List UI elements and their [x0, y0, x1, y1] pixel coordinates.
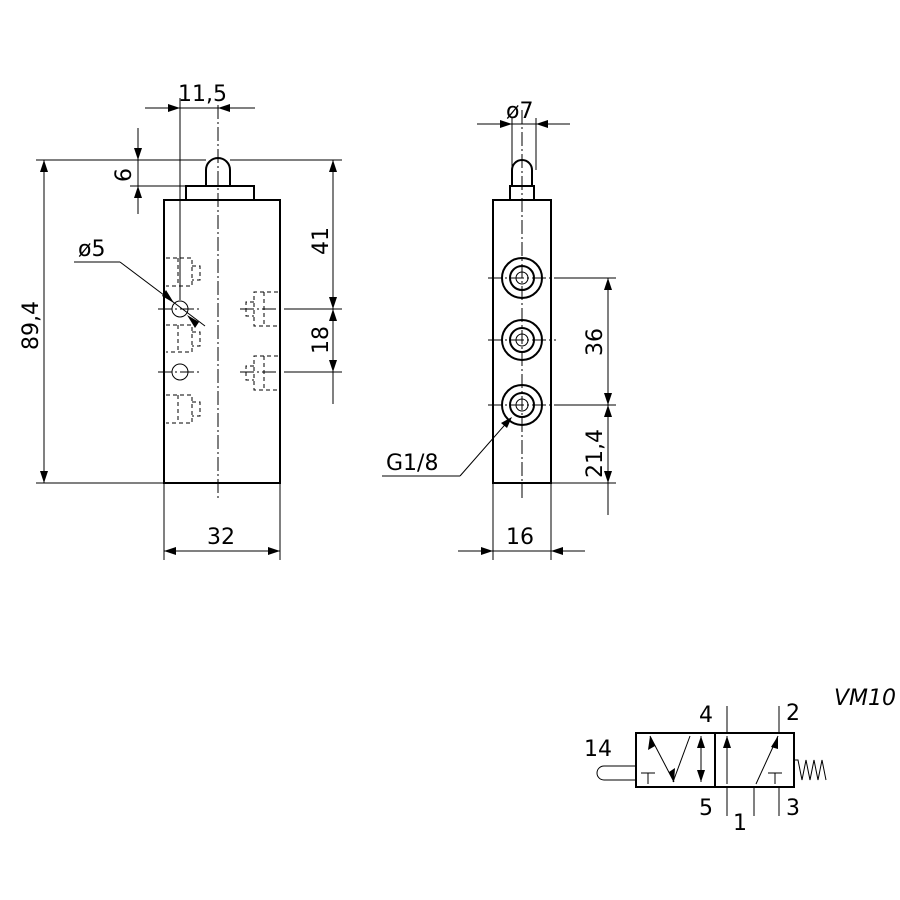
dim-thread: G1/8 — [382, 417, 512, 477]
dim-pin-diameter-label: ø7 — [506, 99, 533, 124]
dim-port-spacing-label: 18 — [309, 326, 334, 354]
dim-port-pitch-label: 36 — [583, 328, 608, 356]
port-5-label: 5 — [699, 796, 713, 821]
port-3-label: 3 — [786, 796, 800, 821]
dim-port-pitch: 36 — [556, 277, 616, 406]
port-14-label: 14 — [584, 737, 612, 762]
dim-depth: 16 — [458, 483, 585, 560]
spring-return — [794, 759, 827, 781]
dim-pin-offset: 11,5 — [145, 82, 255, 300]
dim-hole-diameter: ø5 — [74, 237, 206, 328]
port-4-label: 4 — [699, 703, 713, 728]
side-port-top — [488, 257, 556, 299]
dim-pin-height-label: 6 — [112, 168, 137, 182]
dim-width-label: 32 — [207, 525, 235, 550]
dim-bottom-port-label: 21,4 — [583, 429, 608, 478]
dim-total-height-label: 89,4 — [19, 301, 44, 350]
plunger-actuator — [596, 765, 636, 781]
front-top-cap — [185, 185, 255, 201]
valve-symbol: VM10 14 4 2 — [584, 686, 896, 836]
dim-pin-height: 6 — [112, 128, 206, 214]
dim-width: 32 — [163, 483, 281, 560]
model-label: VM10 — [834, 686, 896, 711]
dim-hole-diameter-label: ø5 — [78, 237, 105, 262]
side-port-middle — [488, 319, 556, 361]
side-view: ø7 36 21,4 G1/8 — [382, 99, 616, 560]
dim-top-to-port: 41 — [230, 159, 342, 310]
dim-total-height: 89,4 — [19, 159, 200, 484]
dim-thread-label: G1/8 — [386, 451, 438, 476]
front-body-outline — [163, 199, 281, 484]
dim-top-to-port-label: 41 — [309, 227, 334, 255]
front-hidden-ports-left — [166, 257, 201, 424]
front-view: 11,5 6 ø5 89,4 — [19, 82, 342, 560]
side-port-bottom — [488, 384, 556, 426]
port-1-label: 1 — [733, 811, 747, 836]
dim-pin-offset-label: 11,5 — [178, 82, 227, 107]
dim-pin-diameter: ø7 — [477, 99, 570, 170]
port-2-label: 2 — [786, 701, 800, 726]
dim-bottom-port: 21,4 — [551, 405, 616, 515]
dim-port-spacing: 18 — [292, 309, 342, 404]
dim-depth-label: 16 — [506, 525, 534, 550]
front-hidden-ports-right — [245, 291, 278, 391]
